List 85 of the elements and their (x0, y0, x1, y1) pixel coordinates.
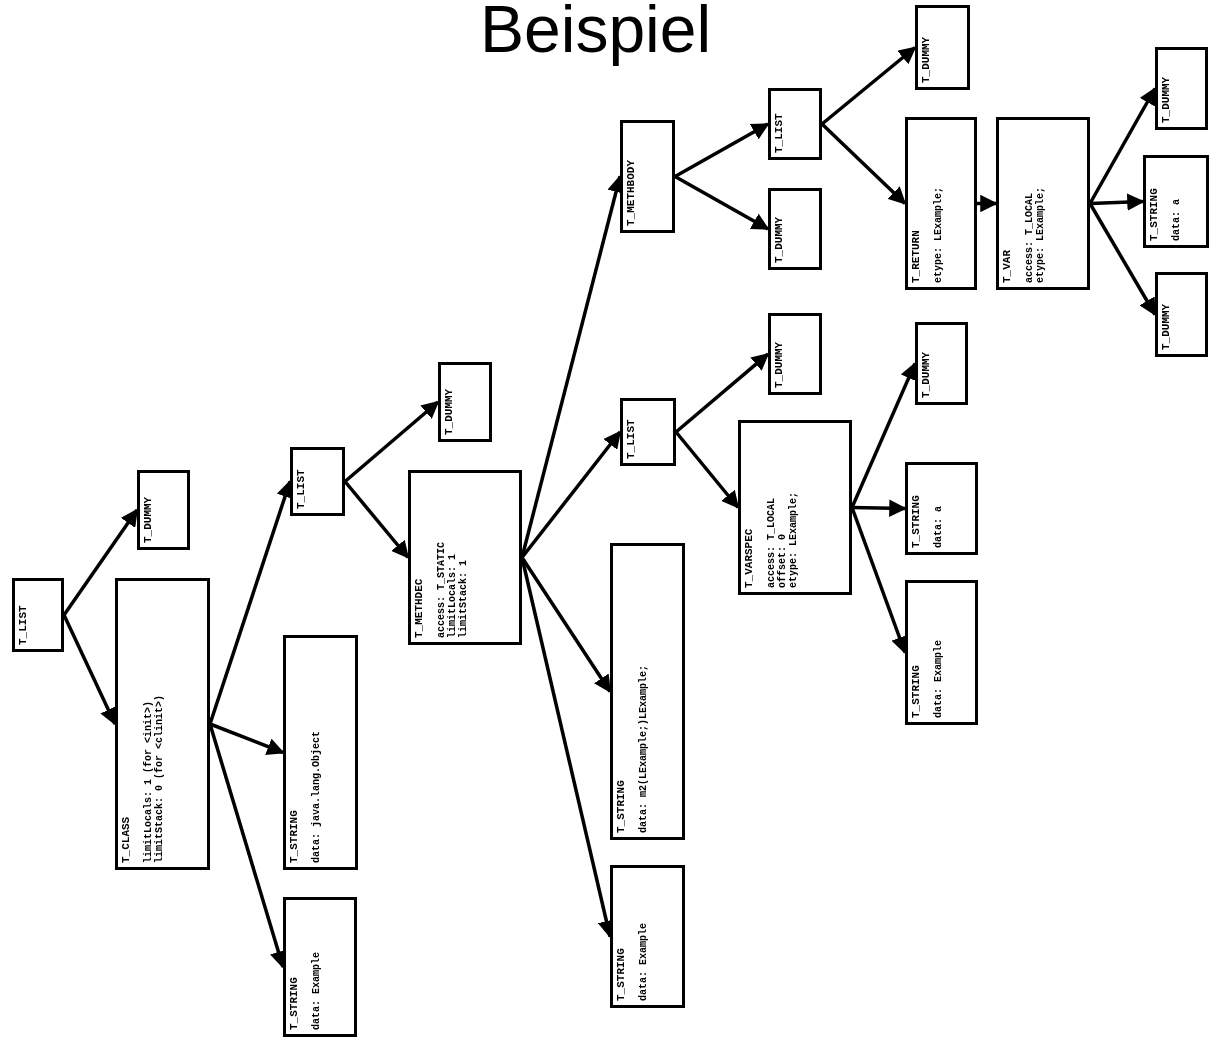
node-box (1155, 47, 1208, 130)
node-type: T_DUMMY (773, 340, 786, 388)
node-type: T_STRING (288, 809, 301, 863)
node-field: limitStack: 0 (for <clinit>) (154, 585, 165, 863)
node-type: T_VARSPEC (743, 527, 756, 588)
arrow (343, 480, 410, 559)
arrow (820, 122, 907, 205)
node-field: limitLocals: 1 (447, 477, 458, 638)
node-type: T_LIST (625, 418, 638, 459)
node-field: data: java.lang.Object (311, 642, 322, 863)
node-field: etype: LExample; (933, 124, 944, 283)
node-field: data: Example (311, 904, 322, 1030)
arrow (1088, 87, 1157, 205)
node-field: access: T_STATIC (436, 477, 447, 638)
node-box (408, 470, 522, 645)
arrow (209, 722, 285, 755)
node-type: T_STRING (910, 494, 923, 548)
node-box (768, 88, 822, 160)
node-field: limitStack: 1 (458, 477, 469, 638)
node-type: T_LIST (773, 112, 786, 153)
arrow (851, 499, 907, 517)
node-box (905, 462, 978, 555)
node-type: T_METHBODY (625, 159, 638, 226)
node-box (283, 635, 358, 870)
arrow (62, 508, 139, 616)
node-type: T_DUMMY (920, 350, 933, 398)
arrow (674, 174, 770, 231)
node-box (137, 470, 190, 550)
node-type: T_VAR (1001, 249, 1014, 283)
node-type: T_CLASS (120, 815, 133, 863)
node-field: limitLocals: 1 (for <init>) (143, 585, 154, 863)
node-box (438, 362, 492, 442)
arrow (674, 430, 740, 509)
node-field: data: Example (638, 872, 649, 1001)
node-field: data: a (1171, 162, 1182, 241)
node-box (738, 420, 852, 595)
node-box (283, 897, 357, 1037)
node-type: T_STRING (615, 947, 628, 1001)
arrow (1088, 202, 1157, 316)
node-box (768, 313, 822, 395)
arrow (343, 400, 440, 483)
node-field: offset: 0 (777, 427, 788, 588)
node-box (1155, 272, 1208, 357)
node-box (620, 120, 675, 233)
node-field: access: T_LOCAL (1024, 124, 1035, 283)
node-box (905, 580, 978, 725)
node-box (915, 5, 970, 90)
node-type: T_STRING (910, 664, 923, 718)
node-type: T_RETURN (910, 229, 923, 283)
node-box (115, 578, 210, 870)
node-type: T_DUMMY (1160, 302, 1173, 350)
node-box (620, 398, 676, 466)
node-type: T_METHDEC (413, 577, 426, 638)
node-type: T_LIST (295, 468, 308, 509)
node-type: T_DUMMY (1160, 75, 1173, 123)
arrow (674, 352, 770, 434)
arrow (62, 614, 117, 726)
arrow (977, 194, 998, 213)
node-box (905, 117, 977, 290)
node-field: access: T_LOCAL (766, 427, 777, 588)
node-box (996, 117, 1090, 290)
node-box (12, 578, 64, 652)
node-box (915, 322, 968, 405)
node-type: T_STRING (1148, 187, 1161, 241)
arrow (850, 361, 917, 509)
node-field: etype: LExample; (788, 427, 799, 588)
node-box (768, 188, 822, 270)
node-type: T_LIST (17, 604, 30, 645)
node-type: T_STRING (288, 976, 301, 1030)
node-type: T_DUMMY (920, 35, 933, 83)
node-field: data: Example (933, 587, 944, 718)
node-type: T_DUMMY (443, 387, 456, 435)
arrow (1089, 193, 1145, 211)
node-type: T_DUMMY (773, 215, 786, 263)
node-field: data: m2(LExample;)LExample; (638, 550, 649, 833)
node-type: T_STRING (615, 779, 628, 833)
node-box (610, 543, 685, 840)
node-field: etype: LExample; (1035, 124, 1046, 283)
arrow (820, 46, 917, 126)
node-field: data: a (933, 469, 944, 548)
node-box (1143, 155, 1209, 248)
node-type: T_DUMMY (142, 495, 155, 543)
node-box (610, 865, 685, 1008)
node-box (290, 447, 345, 516)
arrow (674, 122, 770, 179)
